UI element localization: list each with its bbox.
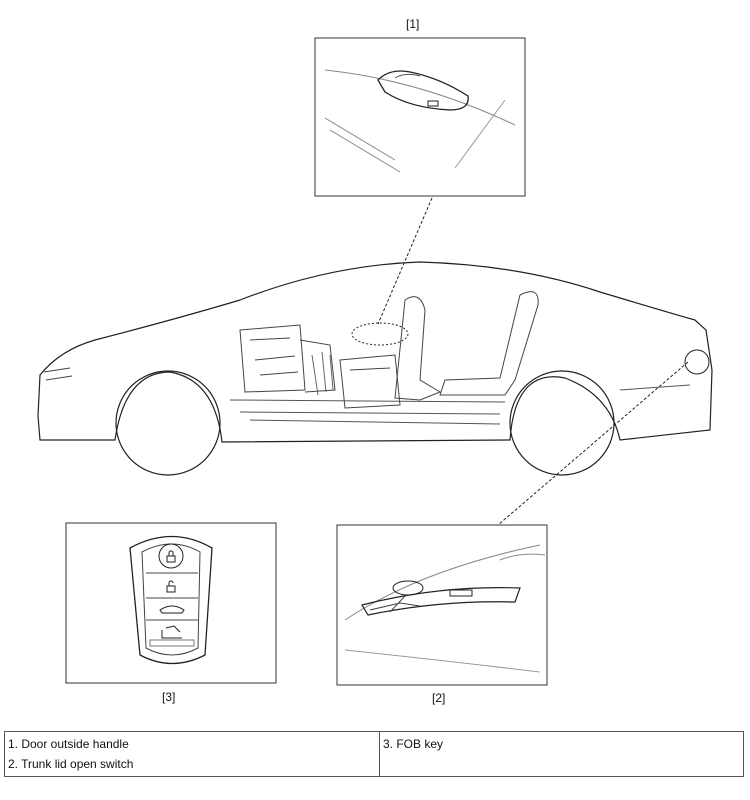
inset-fob-key (65, 522, 277, 684)
callout-label-2: [2] (432, 691, 446, 705)
vehicle-side-view (37, 261, 713, 476)
legend-cell-right: 3. FOB key (379, 731, 744, 777)
legend-item-fob-key: 3. FOB key (383, 737, 444, 751)
callout-label-3: [3] (162, 690, 176, 704)
smart-key-system-diagram (37, 37, 713, 686)
legend-table: 1. Door outside handle 2. Trunk lid open… (4, 731, 744, 777)
callout-label-1: [1] (406, 17, 420, 31)
inset-door-handle (314, 37, 526, 197)
leader-line-2 (497, 361, 689, 526)
inset-trunk-switch (336, 524, 548, 686)
legend-item-trunk-switch: 2. Trunk lid open switch (8, 757, 134, 771)
legend-row: 1. Door outside handle 2. Trunk lid open… (4, 731, 744, 777)
legend-cell-left: 1. Door outside handle 2. Trunk lid open… (4, 731, 380, 777)
legend-item-door-handle: 1. Door outside handle (8, 737, 129, 751)
leader-line-1 (377, 197, 433, 325)
